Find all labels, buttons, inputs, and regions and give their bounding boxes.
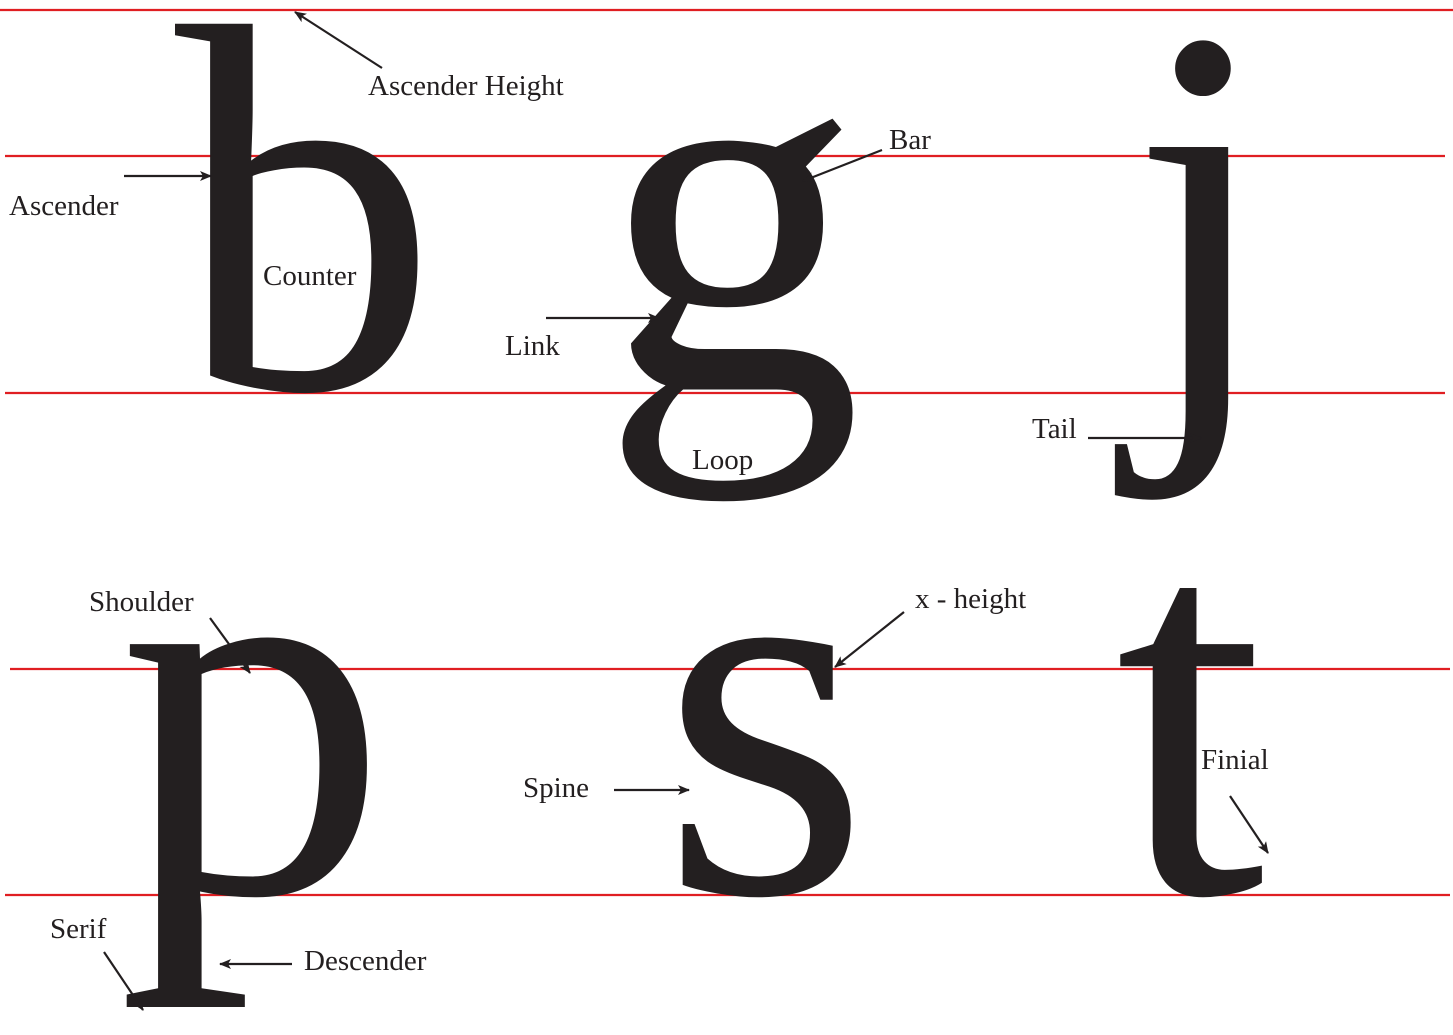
label-finial: Finial: [1201, 744, 1269, 776]
label-loop: Loop: [692, 444, 753, 476]
label-tail: Tail: [1032, 413, 1077, 445]
label-descender: Descender: [304, 945, 427, 977]
label-ascender: Ascender: [9, 190, 119, 222]
label-link: Link: [505, 330, 560, 362]
letter-s: s: [660, 411, 870, 1009]
label-spine: Spine: [523, 772, 589, 804]
label-counter: Counter: [263, 260, 357, 292]
letter-t: t: [1115, 411, 1267, 1009]
label-ascender-height: Ascender Height: [368, 70, 564, 102]
label-bar: Bar: [889, 124, 931, 156]
label-x-height: x - height: [915, 583, 1026, 615]
letter-p: p: [118, 411, 388, 1010]
label-serif: Serif: [50, 913, 107, 945]
label-shoulder: Shoulder: [89, 586, 194, 618]
